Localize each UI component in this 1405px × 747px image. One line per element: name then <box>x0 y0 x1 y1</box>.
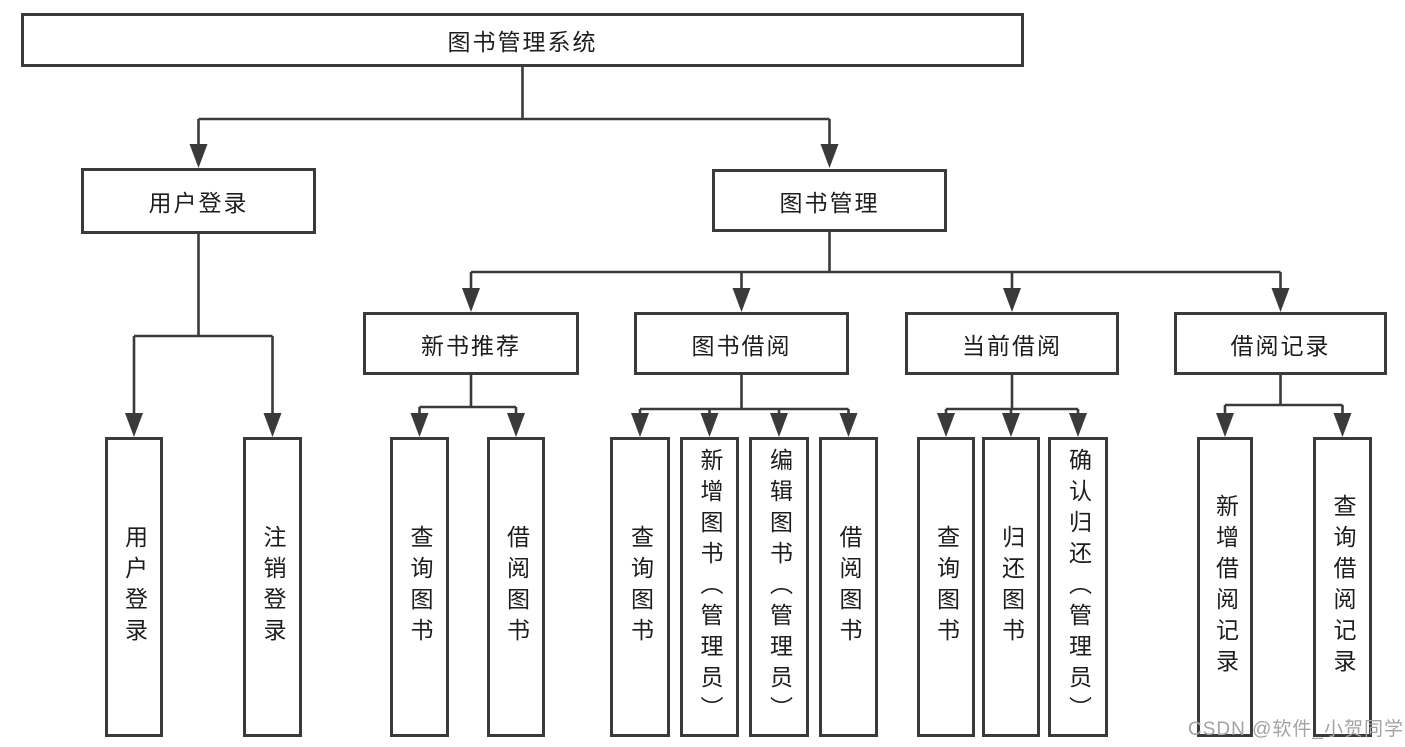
node-user-login-label: 用户登录 <box>148 190 249 216</box>
node-current-borrow: 当前借阅 <box>905 312 1119 375</box>
node-book-borrow: 图书借阅 <box>634 312 849 375</box>
leaf-add-borrow-record: 新增借阅记录 <box>1197 437 1253 737</box>
leaf-query-borrow-record-label: 查询借阅记录 <box>1330 494 1356 680</box>
connector-book-borrow-branch <box>631 375 858 437</box>
leaf-confirm-return-admin-label: 确认归还（管理员） <box>1065 447 1092 727</box>
node-borrow-record-label: 借阅记录 <box>1230 332 1331 359</box>
leaf-return-books: 归还图书 <box>982 437 1040 737</box>
connector-book-mgmt-branch <box>462 232 1290 312</box>
leaf-edit-books-admin-label: 编辑图书（管理员） <box>766 447 793 727</box>
leaf-query-books-current-label: 查询图书 <box>933 525 960 649</box>
node-root-label: 图书管理系统 <box>447 29 598 55</box>
node-book-borrow-label: 图书借阅 <box>691 332 792 359</box>
leaf-query-books-rec: 查询图书 <box>390 437 449 737</box>
csdn-watermark: CSDN @软件_小贺同学 <box>1188 719 1404 740</box>
connector-current-borrow-branch <box>937 375 1087 437</box>
leaf-query-books-borrow-label: 查询图书 <box>627 525 654 649</box>
leaf-borrow-books-label: 借阅图书 <box>836 525 862 649</box>
node-user-login: 用户登录 <box>81 168 316 234</box>
node-current-borrow-label: 当前借阅 <box>962 332 1062 359</box>
leaf-query-books-current: 查询图书 <box>917 437 975 737</box>
leaf-borrow-books-rec-label: 借阅图书 <box>503 525 530 649</box>
leaf-user-login-label: 用户登录 <box>121 525 148 649</box>
leaf-edit-books-admin: 编辑图书（管理员） <box>749 437 809 737</box>
leaf-add-borrow-record-label: 新增借阅记录 <box>1212 494 1239 680</box>
leaf-borrow-books-rec: 借阅图书 <box>487 437 545 737</box>
leaf-borrow-books: 借阅图书 <box>819 437 878 737</box>
connector-user-login-branch <box>125 234 282 437</box>
leaf-query-books-rec-label: 查询图书 <box>407 525 433 649</box>
leaf-return-books-label: 归还图书 <box>998 525 1025 649</box>
node-book-mgmt-label: 图书管理 <box>779 189 880 216</box>
node-new-book-rec: 新书推荐 <box>363 312 579 375</box>
leaf-logout-label: 注销登录 <box>260 525 286 649</box>
leaf-add-books-admin: 新增图书（管理员） <box>680 437 739 737</box>
leaf-logout: 注销登录 <box>243 437 302 737</box>
connector-new-book-branch <box>410 375 525 437</box>
connector-borrow-record-branch <box>1216 375 1352 437</box>
node-root-system: 图书管理系统 <box>21 13 1024 67</box>
node-book-mgmt: 图书管理 <box>712 169 947 232</box>
leaf-query-borrow-record: 查询借阅记录 <box>1313 437 1372 737</box>
node-borrow-record: 借阅记录 <box>1174 312 1387 375</box>
connector-root-to-level2 <box>189 67 839 168</box>
leaf-query-books-borrow: 查询图书 <box>610 437 670 737</box>
leaf-confirm-return-admin: 确认归还（管理员） <box>1048 437 1108 737</box>
node-new-book-rec-label: 新书推荐 <box>421 332 521 359</box>
leaf-add-books-admin-label: 新增图书（管理员） <box>697 447 723 727</box>
leaf-user-login: 用户登录 <box>105 437 163 737</box>
